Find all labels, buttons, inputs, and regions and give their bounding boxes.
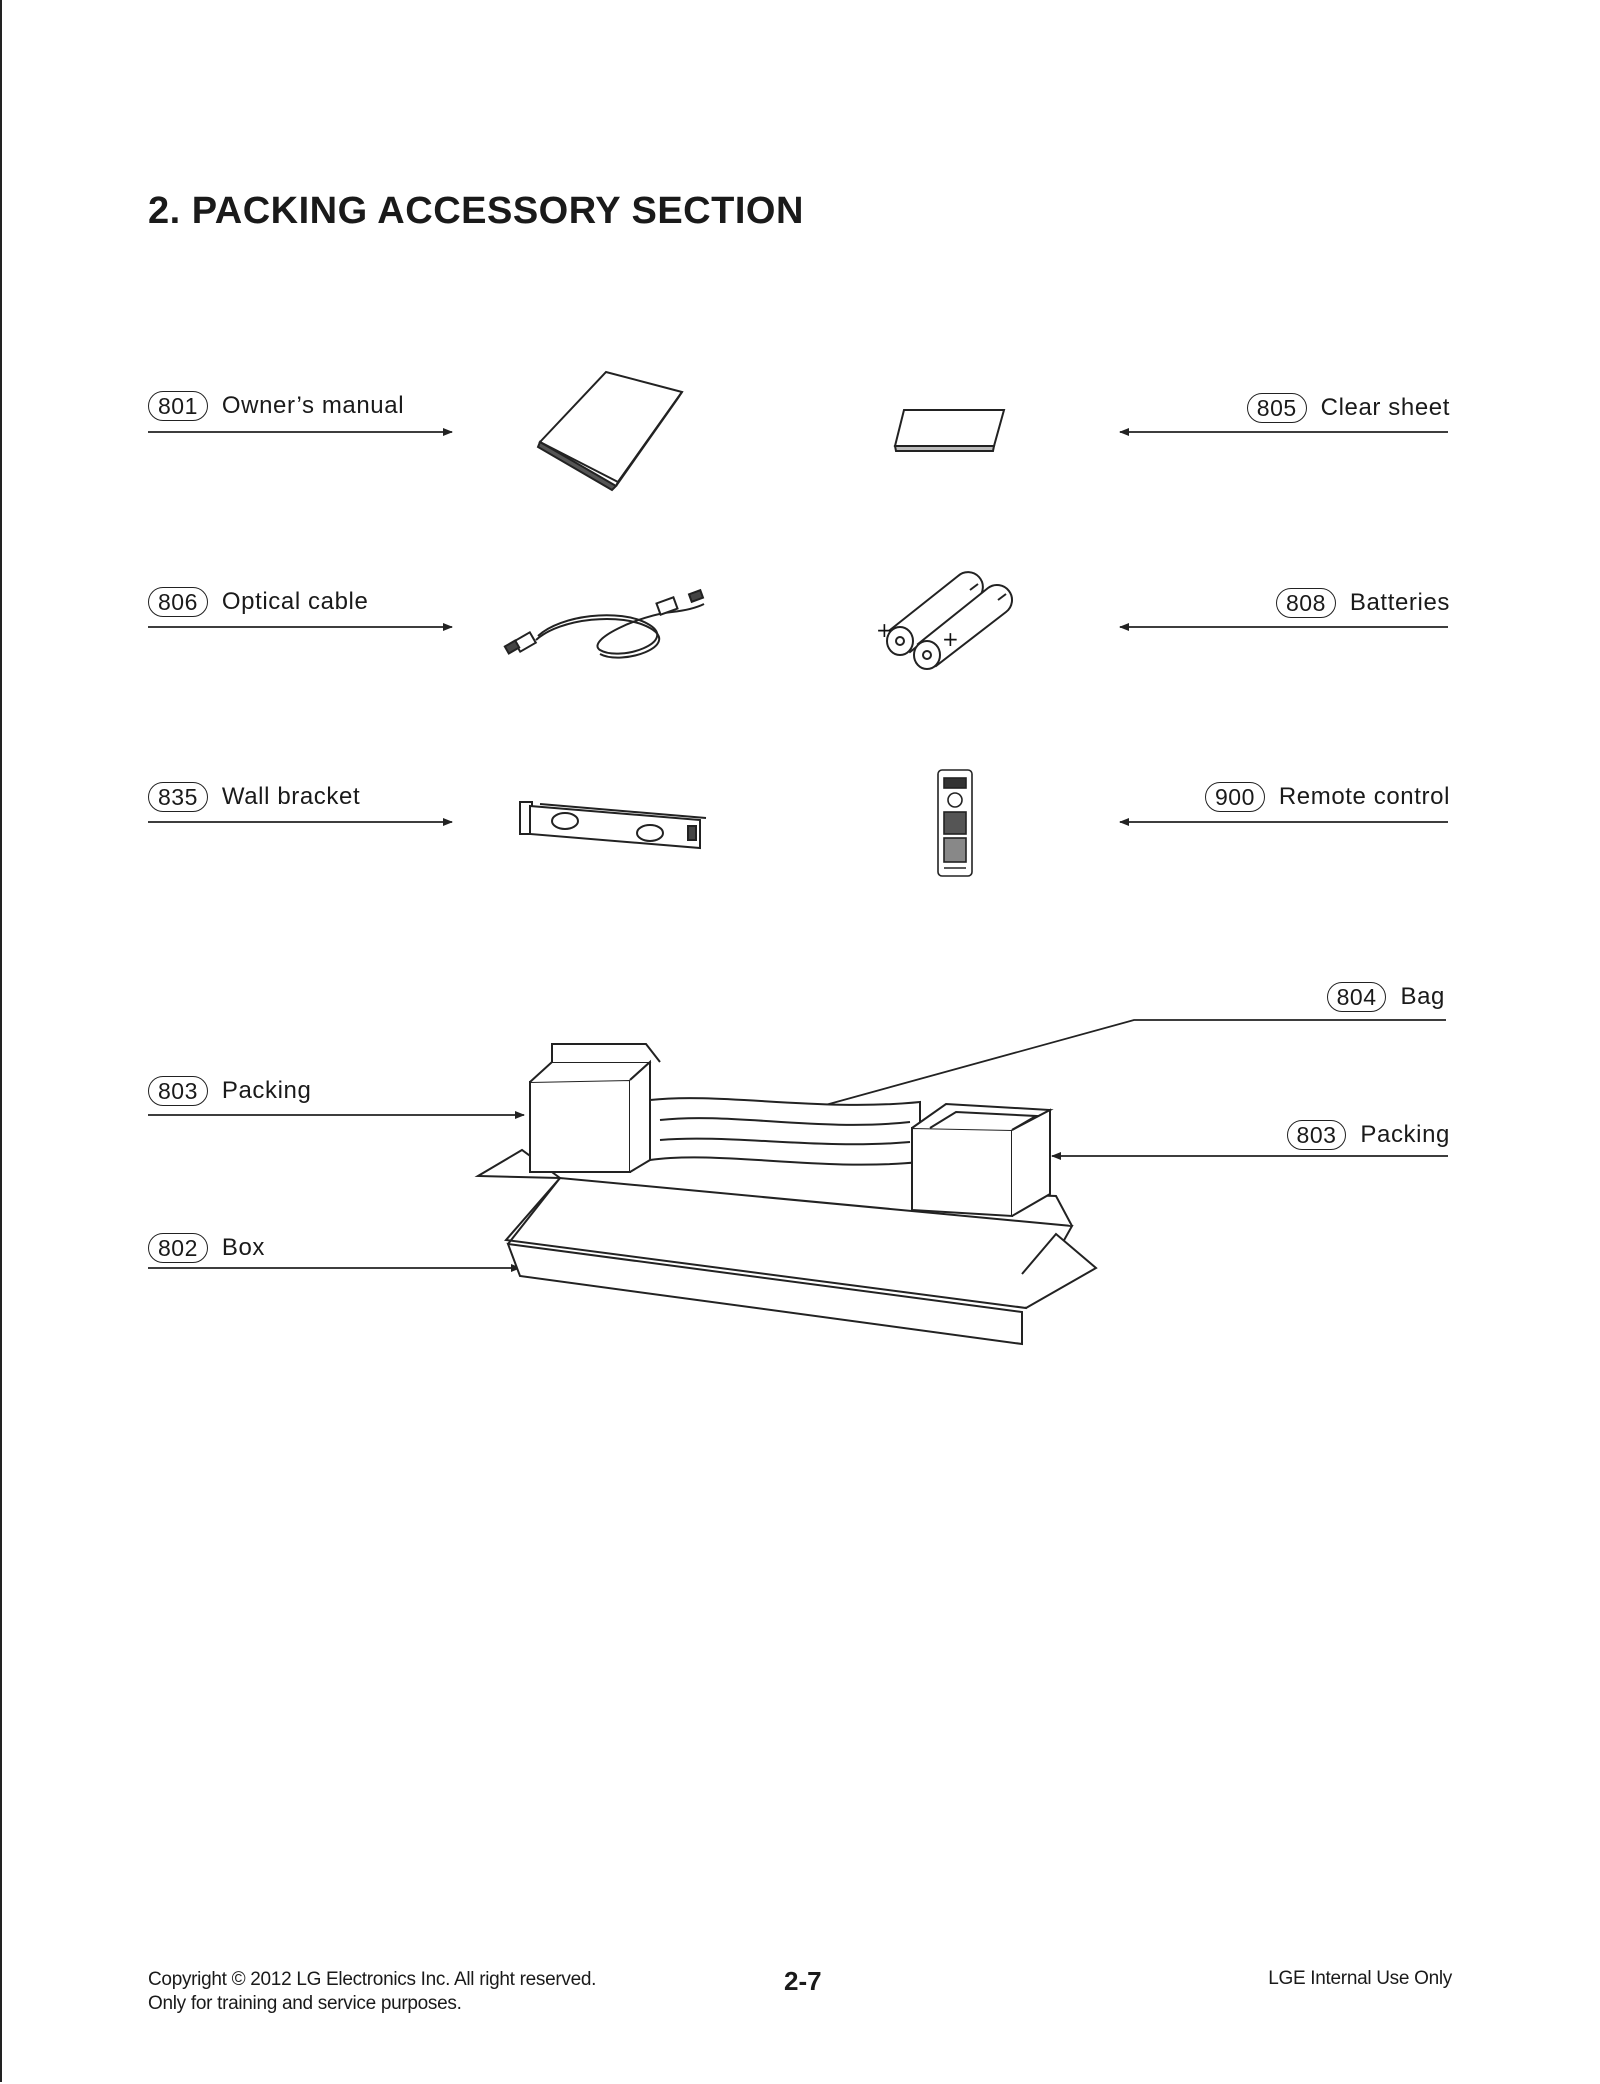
- part-number-badge: 803: [1286, 1120, 1347, 1150]
- part-number-badge: 805: [1246, 393, 1307, 423]
- part-number-badge: 806: [148, 587, 208, 617]
- label-batteries: 808 Batteries: [1276, 588, 1450, 618]
- page-title: 2. PACKING ACCESSORY SECTION: [148, 190, 804, 232]
- label-owners-manual: 801 Owner’s manual: [148, 391, 404, 421]
- label-packing-left: 803 Packing: [148, 1076, 311, 1106]
- clear-sheet-illustration: [893, 409, 1006, 452]
- part-number-badge: 802: [148, 1233, 208, 1263]
- part-name: Batteries: [1349, 589, 1450, 616]
- part-number-badge: 804: [1326, 982, 1387, 1012]
- part-number-badge: 900: [1204, 782, 1265, 812]
- part-name: Owner’s manual: [221, 392, 405, 419]
- batteries-illustration: + +: [876, 571, 1013, 670]
- optical-cable-illustration: [503, 588, 705, 659]
- remote-control-illustration: [937, 769, 973, 877]
- svg-text:+: +: [942, 627, 959, 651]
- box-assembly-illustration: [474, 1043, 1098, 1346]
- wall-bracket-illustration: [519, 801, 707, 850]
- part-number-badge: 835: [148, 782, 208, 812]
- copyright-text: Copyright © 2012 LG Electronics Inc. All…: [148, 1969, 597, 1990]
- owners-manual-illustration: [536, 370, 684, 492]
- svg-text:+: +: [876, 618, 893, 642]
- part-name: Packing: [1360, 1121, 1450, 1148]
- label-remote-control: 900 Remote control: [1204, 782, 1450, 812]
- internal-use-notice: LGE Internal Use Only: [1268, 1968, 1452, 1989]
- label-clear-sheet: 805 Clear sheet: [1246, 393, 1450, 423]
- label-box: 802 Box: [148, 1233, 265, 1263]
- part-number-badge: 808: [1276, 588, 1336, 618]
- part-name: Packing: [221, 1077, 312, 1104]
- label-wall-bracket: 835 Wall bracket: [148, 782, 360, 812]
- page-number: 2-7: [784, 1966, 822, 1996]
- leader-lines: [148, 428, 1448, 1272]
- usage-note: Only for training and service purposes.: [148, 1993, 462, 2014]
- label-bag: 804 Bag: [1326, 982, 1445, 1012]
- part-name: Wall bracket: [221, 783, 361, 810]
- part-name: Clear sheet: [1320, 394, 1450, 421]
- footer-copyright: Copyright © 2012 LG Electronics Inc. All…: [148, 1968, 596, 2016]
- part-number-badge: 801: [148, 391, 208, 421]
- part-name: Box: [221, 1234, 266, 1261]
- label-packing-right: 803 Packing: [1286, 1120, 1450, 1150]
- part-name: Bag: [1400, 983, 1445, 1010]
- part-name: Remote control: [1278, 783, 1450, 810]
- label-optical-cable: 806 Optical cable: [148, 587, 368, 617]
- part-number-badge: 803: [148, 1076, 208, 1106]
- part-name: Optical cable: [221, 588, 369, 615]
